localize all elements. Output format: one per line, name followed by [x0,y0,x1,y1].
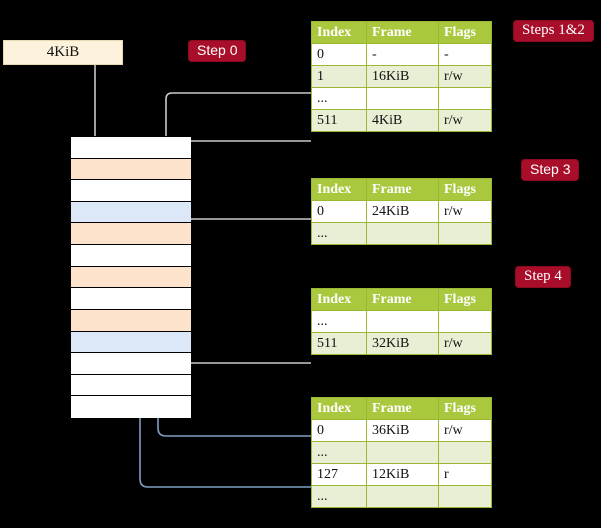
memory-frame-row [71,201,191,224]
cell-flags: - [438,43,492,66]
column-header-frame: Frame [366,397,439,420]
cell-index: ... [311,310,367,333]
column-header-flags: Flags [438,21,492,44]
table-row: ... [311,441,492,464]
memory-frame-row [71,331,191,354]
memory-frame-row [71,180,191,202]
cell-index: ... [311,87,367,110]
memory-frame-row [71,288,191,310]
step-badge-step-3: Step 3 [521,159,580,181]
cell-flags: r/w [438,200,492,223]
memory-frame-row [71,374,191,397]
column-header-index: Index [311,21,367,44]
cell-flags [438,441,492,464]
physical-memory-column [70,136,191,418]
memory-frame-row [71,223,191,246]
cell-frame [366,310,439,333]
cell-index: ... [311,485,367,508]
cell-index: 0 [311,43,367,66]
table-row: 0-- [311,43,492,66]
cell-flags: r/w [438,419,492,442]
wire-memory-to-table2 [171,218,311,245]
cell-frame: 36KiB [366,419,439,442]
cell-flags [438,87,492,110]
cell-frame: 12KiB [366,463,439,486]
cell-index: ... [311,441,367,464]
table-row: ... [311,310,492,333]
column-header-index: Index [311,397,367,420]
cell-flags [438,222,492,245]
memory-frame-row [71,309,191,332]
cell-frame [366,87,439,110]
column-header-flags: Flags [438,178,492,201]
column-header-flags: Flags [438,397,492,420]
cell-index: ... [311,222,367,245]
cell-frame: 16KiB [366,65,439,88]
cell-index: 0 [311,200,367,223]
wire-table3-to-memory [177,320,311,364]
cell-index: 511 [311,332,367,355]
memory-frame-row [71,396,191,418]
cell-frame [366,441,439,464]
table-row: ... [311,485,492,508]
cell-flags [438,310,492,333]
cell-frame [366,222,439,245]
column-header-frame: Frame [366,288,439,311]
wire-table1-1-to-memory [165,92,311,136]
column-header-frame: Frame [366,178,439,201]
column-header-index: Index [311,288,367,311]
column-header-index: Index [311,178,367,201]
memory-frame-row [71,353,191,375]
cell-frame: - [366,43,439,66]
step-badge-step-4: Step 4 [515,266,571,288]
cell-index: 127 [311,463,367,486]
table-row: ... [311,87,492,110]
step-badge-steps-1-2: Steps 1&2 [513,20,594,42]
cell-index: 1 [311,65,367,88]
cell-index: 0 [311,419,367,442]
memory-frame-row [71,245,191,267]
step-badge-step-0: Step 0 [188,40,247,62]
cell-frame: 32KiB [366,332,439,355]
cell-flags: r/w [438,332,492,355]
cell-flags: r/w [438,109,492,132]
memory-frame-row [71,158,191,181]
cell-frame: 4KiB [366,109,439,132]
memory-frame-row [71,266,191,289]
cell-flags [438,485,492,508]
column-header-frame: Frame [366,21,439,44]
table-row: ... [311,222,492,245]
cell-frame [366,485,439,508]
column-header-flags: Flags [438,288,492,311]
cell-flags: r [438,463,492,486]
memory-frame-row [71,137,191,159]
cell-flags: r/w [438,65,492,88]
cell-index: 511 [311,109,367,132]
virtual-page-box: 4KiB [3,40,123,65]
cell-frame: 24KiB [366,200,439,223]
